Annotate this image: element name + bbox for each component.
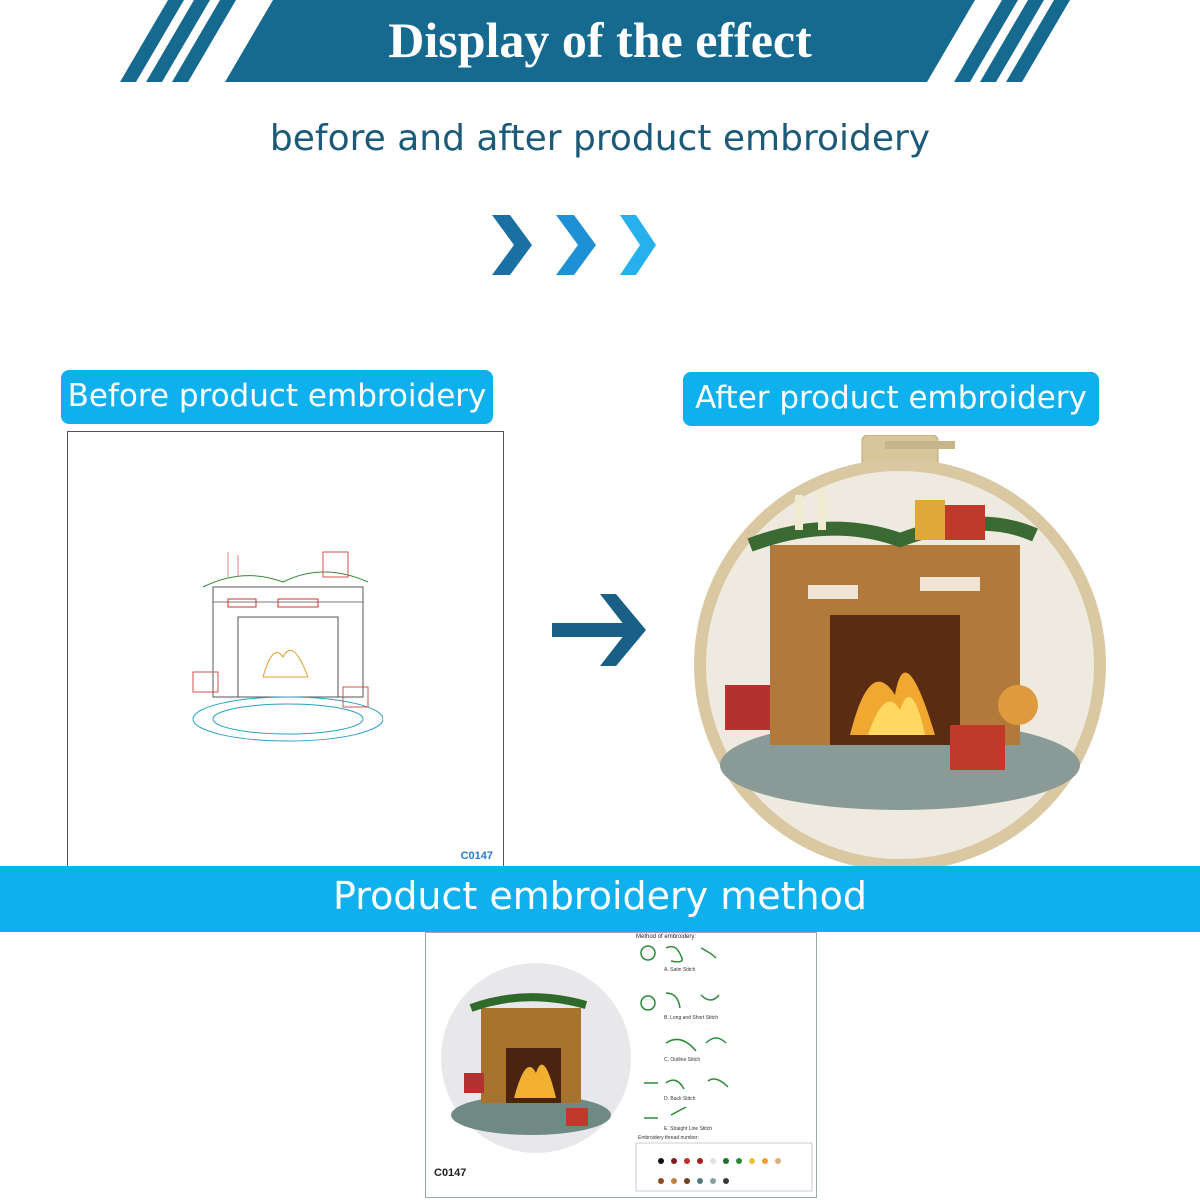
stitch-label: B. Long and Short Stitch xyxy=(664,1015,719,1021)
pattern-image: C0147 xyxy=(67,431,504,867)
stitch-label: E. Straight Line Stitch xyxy=(664,1126,713,1132)
fireplace-outline-drawing xyxy=(192,551,383,742)
arrow-right-icon xyxy=(552,594,646,666)
after-label: After product embroidery xyxy=(683,372,1099,426)
thread-heading: Embroidery thread number: xyxy=(638,1135,699,1141)
sheet-code: C0147 xyxy=(434,1167,467,1179)
subtitle: before and after product embroidery xyxy=(269,118,931,159)
stitch-label: A. Satin Stitch xyxy=(664,967,696,973)
method-band xyxy=(0,866,1200,932)
embroidery-hoop-image xyxy=(694,435,1106,867)
method-sheet-image: Method of embroidery: A. Satin Stitch B.… xyxy=(425,932,817,1198)
banner-title: Display of the effect xyxy=(388,12,812,68)
title-banner xyxy=(120,0,1070,82)
method-title: Product embroidery method xyxy=(333,874,867,918)
stitch-label: C. Outline Stitch xyxy=(664,1057,701,1063)
method-sheet-drawing xyxy=(441,945,813,1192)
sheet-heading: Method of embroidery: xyxy=(636,934,697,940)
stitch-label: D. Back Stitch xyxy=(664,1096,696,1102)
pattern-code: C0147 xyxy=(460,850,493,862)
before-label: Before product embroidery xyxy=(61,370,493,424)
chevrons-icon xyxy=(492,215,656,275)
